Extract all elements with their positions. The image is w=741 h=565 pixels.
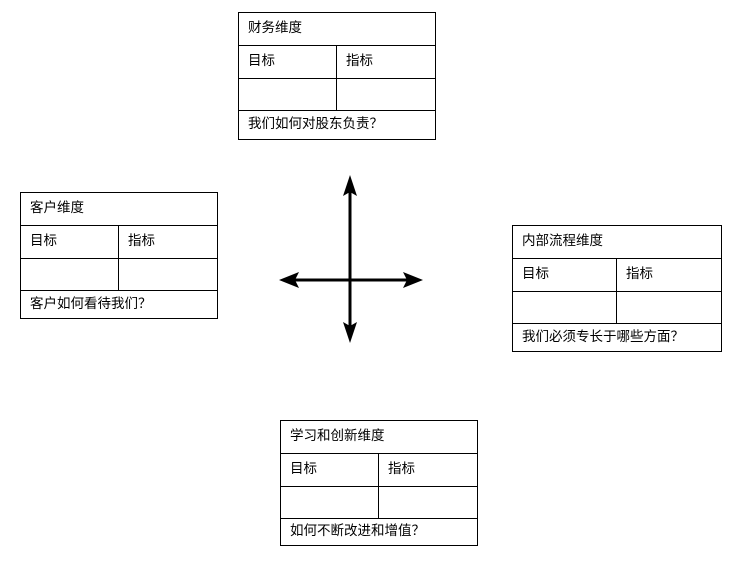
objective-cell[interactable]	[281, 487, 379, 518]
perspective-question-financial: 我们如何对股东负责？	[248, 116, 383, 133]
perspective-title-internal-process: 内部流程维度	[513, 226, 721, 259]
perspective-data-row-learning-innovation	[281, 487, 477, 519]
perspective-question-internal-process: 我们必须专长于哪些方面？	[522, 328, 684, 345]
measure-cell[interactable]	[379, 487, 477, 518]
perspective-title-customer: 客户维度	[21, 193, 217, 226]
perspective-question-customer: 客户如何看待我们？	[30, 295, 152, 312]
perspective-column-headers-internal-process: 目标 指标	[513, 259, 721, 292]
column-header-measure: 指标	[346, 53, 373, 70]
measure-cell[interactable]	[119, 259, 217, 290]
perspective-column-headers-learning-innovation: 目标 指标	[281, 454, 477, 487]
perspective-column-headers-financial: 目标 指标	[239, 46, 435, 79]
column-header-objective: 目标	[281, 454, 379, 486]
objective-cell[interactable]	[21, 259, 119, 290]
column-header-objective: 目标	[21, 226, 119, 258]
perspective-card-customer[interactable]: 客户维度 目标 指标 客户如何看待我们？	[20, 192, 218, 319]
objective-cell[interactable]	[239, 79, 337, 110]
measure-cell[interactable]	[337, 79, 435, 110]
perspective-column-headers-customer: 目标 指标	[21, 226, 217, 259]
column-header-objective: 目标	[239, 46, 337, 78]
objective-cell[interactable]	[513, 292, 617, 323]
column-header-measure: 指标	[128, 233, 155, 250]
perspective-title-learning-innovation: 学习和创新维度	[281, 421, 477, 454]
column-header-measure: 指标	[626, 266, 653, 283]
perspective-card-financial[interactable]: 财务维度 目标 指标 我们如何对股东负责？	[238, 12, 436, 140]
perspective-data-row-internal-process	[513, 292, 721, 324]
perspective-question-learning-innovation: 如何不断改进和增值？	[290, 523, 425, 540]
perspective-data-row-financial	[239, 79, 435, 111]
perspective-title-financial: 财务维度	[239, 13, 435, 46]
right-arrow-head	[403, 272, 423, 288]
perspective-card-internal-process[interactable]: 内部流程维度 目标 指标 我们必须专长于哪些方面？	[512, 225, 722, 352]
up-arrow-head	[343, 175, 357, 196]
measure-cell[interactable]	[617, 292, 721, 323]
left-arrow-head	[279, 272, 299, 288]
column-header-measure: 指标	[388, 461, 415, 478]
perspective-data-row-customer	[21, 259, 217, 291]
down-arrow-head	[343, 322, 357, 343]
perspective-card-learning-innovation[interactable]: 学习和创新维度 目标 指标 如何不断改进和增值？	[280, 420, 478, 546]
four-way-cross-arrow-icon	[275, 170, 427, 348]
column-header-objective: 目标	[513, 259, 617, 291]
